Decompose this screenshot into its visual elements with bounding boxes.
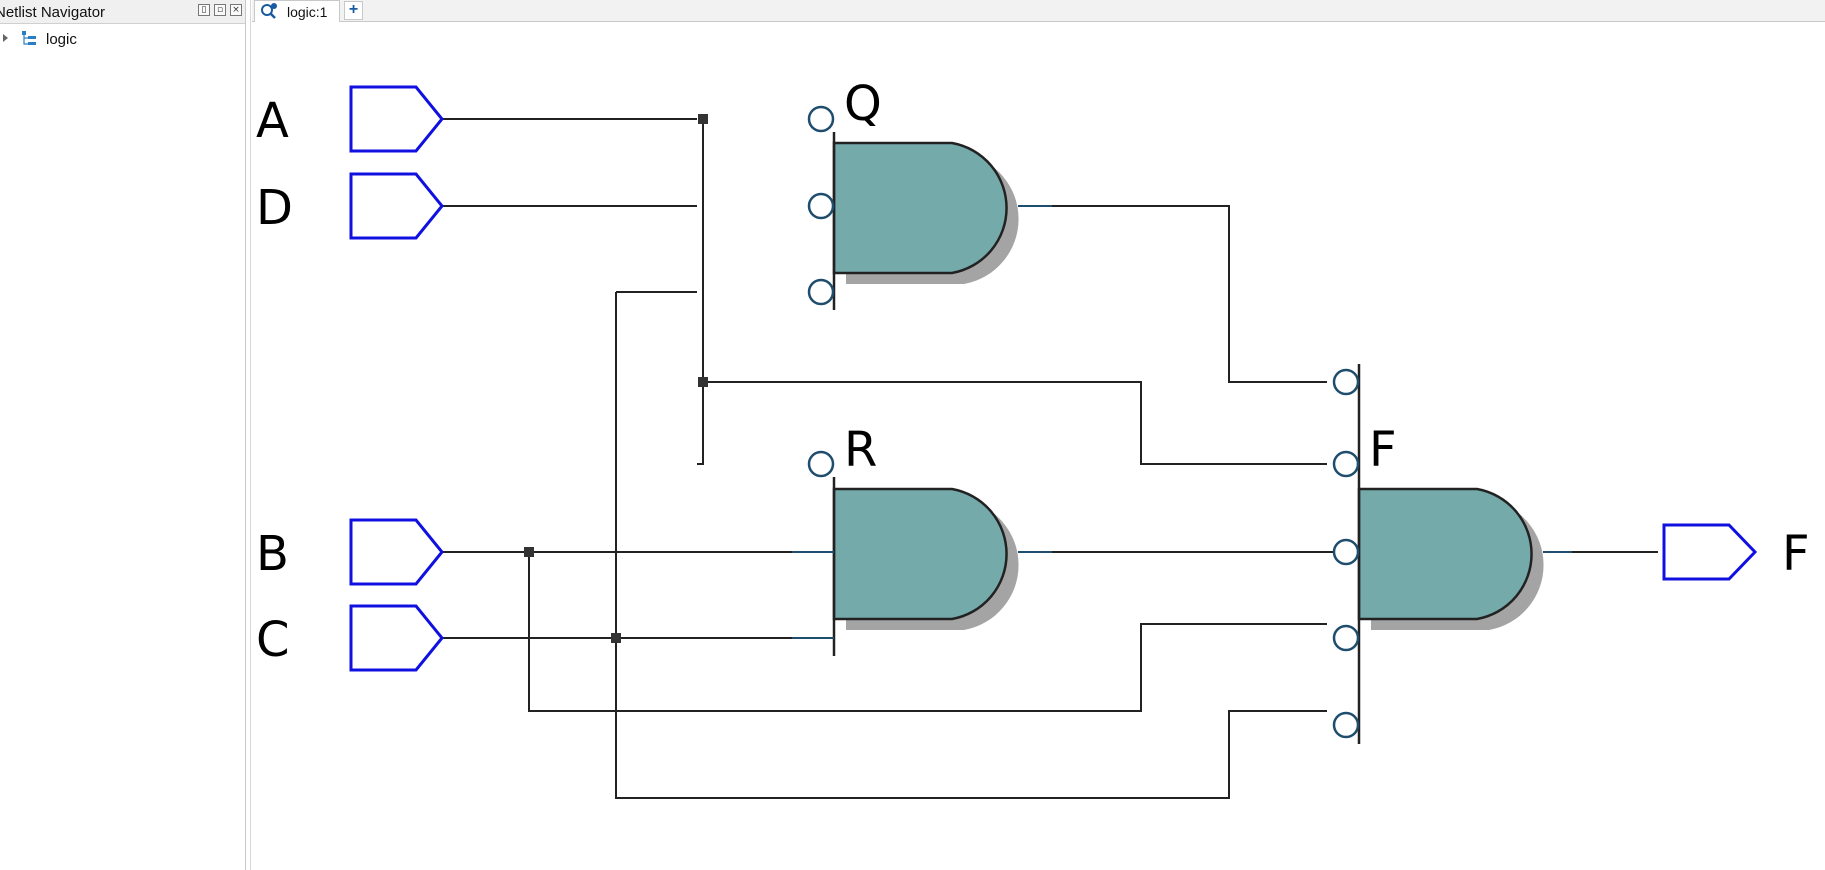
junction-dot — [524, 547, 534, 557]
schematic-icon — [261, 3, 277, 19]
port-label: F — [1782, 526, 1810, 582]
tab-strip: logic:1 + — [252, 0, 1825, 22]
port-label: B — [256, 526, 289, 582]
netlist-navigator-panel: Netlist Navigator ▯ ▫ × logic — [0, 0, 246, 870]
gate-label: Q — [844, 76, 882, 132]
expand-arrow-icon[interactable] — [3, 34, 8, 42]
tab-logic-1[interactable]: logic:1 — [254, 0, 340, 22]
tree-item-logic[interactable]: logic — [0, 28, 240, 50]
gate-label: R — [844, 422, 877, 478]
float-icon[interactable]: ▫ — [214, 4, 226, 16]
input-port-c[interactable]: C — [256, 604, 444, 672]
port-label: C — [256, 612, 290, 668]
input-port-b[interactable]: B — [256, 518, 444, 586]
junction-dot — [698, 114, 708, 124]
wire-a-to-f — [703, 381, 1327, 465]
input-port-a[interactable]: A — [256, 85, 444, 153]
add-tab-button[interactable]: + — [344, 1, 363, 20]
wire-q-out — [1052, 205, 1327, 383]
junction-dot — [698, 377, 708, 387]
pin-icon[interactable]: ▯ — [198, 4, 210, 16]
junction-dot — [611, 633, 621, 643]
tree-item-label: logic — [46, 31, 77, 48]
wire-a-branch — [697, 119, 704, 465]
hierarchy-icon — [22, 31, 36, 45]
port-label: D — [256, 180, 293, 236]
panel-splitter[interactable] — [246, 0, 251, 870]
wires[interactable] — [382, 118, 1658, 799]
gate-r[interactable]: R — [792, 422, 1052, 656]
port-label: A — [256, 93, 289, 149]
junctions — [524, 114, 708, 643]
gate-f[interactable]: F — [1332, 364, 1572, 744]
navigator-header: Netlist Navigator ▯ ▫ × — [0, 0, 245, 24]
tab-label: logic:1 — [287, 4, 328, 20]
gate-q[interactable]: Q — [807, 76, 1052, 310]
input-port-d[interactable]: D — [256, 172, 444, 240]
wire-b-branch — [528, 552, 1327, 712]
output-port-f[interactable]: F — [1662, 523, 1810, 582]
navigator-title: Netlist Navigator — [0, 4, 106, 21]
gate-label: F — [1369, 422, 1397, 478]
close-icon[interactable]: × — [230, 4, 242, 16]
schematic-canvas[interactable]: A D B C Q R — [252, 22, 1825, 870]
